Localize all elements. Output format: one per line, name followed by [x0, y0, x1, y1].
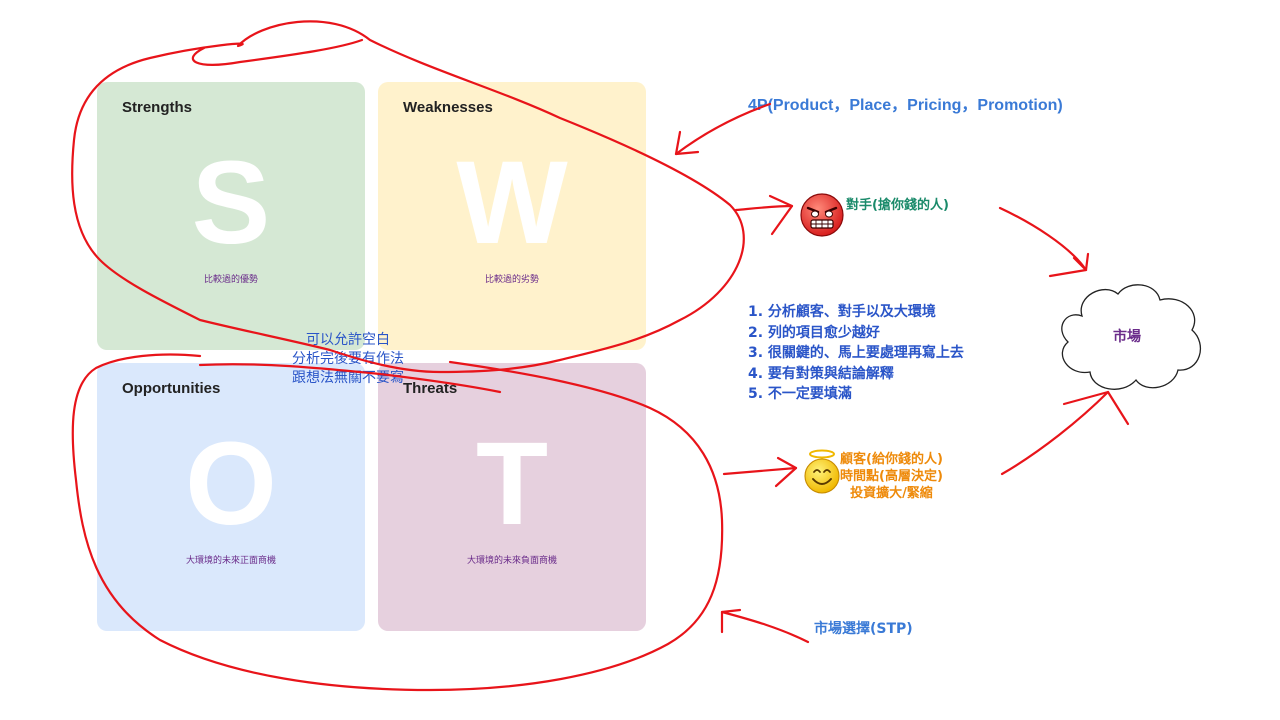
step-3: 3. 很關鍵的、馬上要處理再寫上去 — [748, 345, 964, 361]
step-1: 1. 分析顧客、對手以及大環境 — [748, 304, 936, 320]
strengths-letter: S — [191, 137, 271, 269]
arrow-to-4p — [674, 102, 772, 156]
arrow-customer-to-market — [1000, 390, 1110, 476]
customer-label-1: 顧客(給你錢的人) — [840, 452, 943, 467]
arrow-competitor-to-market — [998, 206, 1088, 272]
weaknesses-description: 比較過的劣勢 — [484, 275, 539, 285]
opportunities-quadrant: Opportunities O 大環境的未來正面商機 — [97, 363, 365, 631]
customer-labels: 顧客(給你錢的人) 時間點(高層決定) 投資擴大/緊縮 — [840, 451, 943, 502]
customer-label-3: 投資擴大/緊縮 — [850, 486, 933, 501]
analysis-steps-list: 1. 分析顧客、對手以及大環境 2. 列的項目愈少越好 3. 很關鍵的、馬上要處… — [748, 302, 964, 405]
threats-quadrant: Threats T 大環境的未來負面商機 — [378, 363, 646, 631]
strengths-title: Strengths — [122, 99, 193, 116]
arrow-to-customer — [722, 466, 798, 476]
opportunities-description: 大環境的未來正面商機 — [185, 556, 276, 566]
stp-label: 市場選擇(STP) — [814, 621, 913, 637]
step-5: 5. 不一定要填滿 — [748, 386, 852, 402]
threats-title: Threats — [403, 380, 458, 397]
arrow-to-competitor — [734, 204, 794, 212]
weaknesses-quadrant: Weaknesses W 比較過的劣勢 — [378, 82, 646, 350]
external-factors-loop — [71, 353, 724, 692]
threats-letter: T — [475, 418, 549, 550]
customer-label-2: 時間點(高層決定) — [840, 469, 943, 484]
cloud-icon — [1061, 284, 1202, 390]
threats-description: 大環境的未來負面商機 — [466, 556, 557, 566]
competitor-label: 對手(搶你錢的人) — [846, 198, 949, 213]
internal-factors-loop — [71, 20, 745, 374]
strengths-description: 比較過的優勢 — [203, 275, 258, 285]
weaknesses-letter: W — [456, 137, 568, 269]
weaknesses-title: Weaknesses — [403, 99, 493, 116]
external-loop-tail — [198, 363, 502, 394]
opportunities-letter: O — [185, 418, 277, 550]
step-2: 2. 列的項目愈少越好 — [748, 324, 880, 341]
opportunities-title: Opportunities — [122, 380, 221, 397]
four-p-label: 4P(Product，Place，Pricing，Promotion) — [748, 97, 1063, 114]
angry-face-icon — [800, 193, 844, 237]
smiley-angel-icon — [804, 449, 840, 494]
step-4: 4. 要有對策與結論解釋 — [748, 365, 894, 382]
market-label: 市場 — [1113, 329, 1141, 345]
top-swirl — [191, 38, 364, 66]
handwritten-note: 可以允許空白 分析完後要有作法 跟想法無關不要寫 — [292, 331, 404, 388]
arrow-from-stp — [720, 610, 810, 644]
strengths-quadrant: Strengths S 比較過的優勢 — [97, 82, 365, 350]
handwritten-note-line-1: 可以允許空白 — [306, 332, 390, 348]
